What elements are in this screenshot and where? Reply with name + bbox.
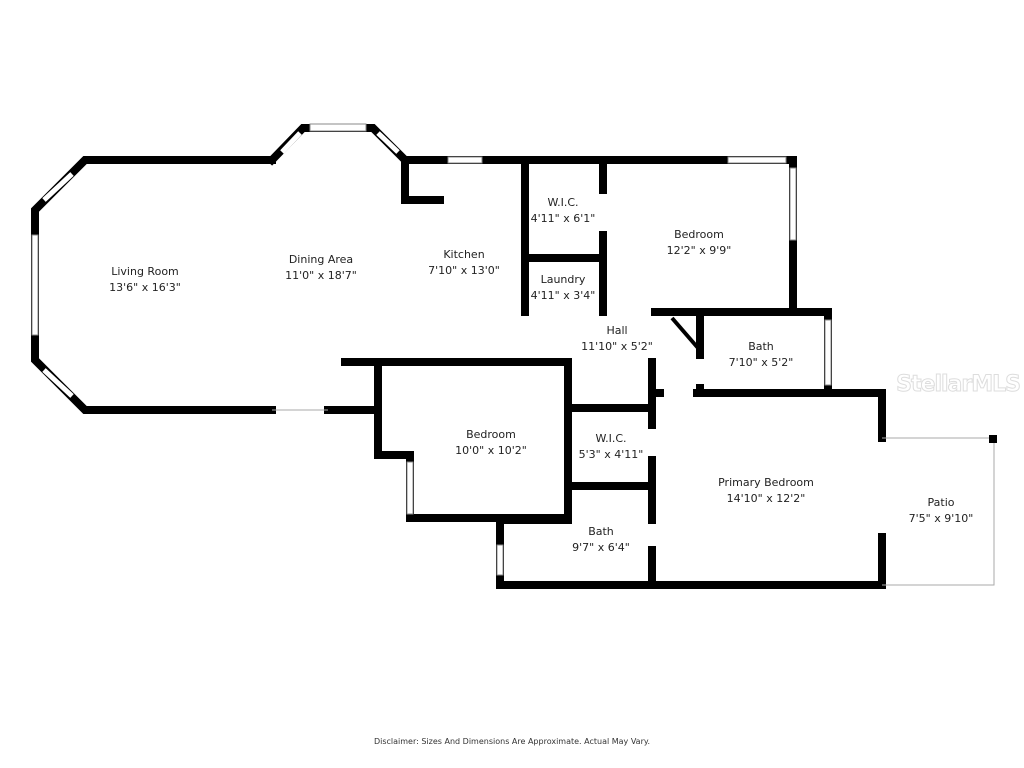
room-size: 11'10" x 5'2" bbox=[581, 340, 653, 353]
room-size: 4'11" x 3'4" bbox=[531, 289, 596, 302]
room-name: Living Room bbox=[111, 265, 179, 278]
room-size: 4'11" x 6'1" bbox=[531, 212, 596, 225]
room-size: 11'0" x 18'7" bbox=[285, 269, 357, 282]
room-name: Primary Bedroom bbox=[718, 476, 814, 489]
room-size: 7'5" x 9'10" bbox=[909, 512, 974, 525]
room-name: Dining Area bbox=[289, 253, 353, 266]
room-size: 14'10" x 12'2" bbox=[727, 492, 806, 505]
room-labels: Living Room 13'6" x 16'3" Dining Area 11… bbox=[109, 196, 973, 554]
room-name: Kitchen bbox=[443, 248, 484, 261]
room-size: 7'10" x 5'2" bbox=[729, 356, 794, 369]
room-size: 13'6" x 16'3" bbox=[109, 281, 181, 294]
room-name: Bedroom bbox=[466, 428, 516, 441]
room-name: Bath bbox=[748, 340, 774, 353]
room-name: Bath bbox=[588, 525, 614, 538]
room-name: Laundry bbox=[541, 273, 586, 286]
room-size: 7'10" x 13'0" bbox=[428, 264, 500, 277]
room-size: 10'0" x 10'2" bbox=[455, 444, 527, 457]
room-name: Hall bbox=[606, 324, 627, 337]
room-size: 5'3" x 4'11" bbox=[579, 448, 644, 461]
watermark: StellarMLS bbox=[896, 372, 1020, 397]
windows bbox=[31, 123, 832, 576]
room-name: Patio bbox=[928, 496, 955, 509]
disclaimer: Disclaimer: Sizes And Dimensions Are App… bbox=[373, 737, 651, 746]
room-size: 9'7" x 6'4" bbox=[572, 541, 630, 554]
patio-outline bbox=[272, 316, 997, 586]
room-name: W.I.C. bbox=[547, 196, 578, 209]
room-name: Bedroom bbox=[674, 228, 724, 241]
room-name: W.I.C. bbox=[595, 432, 626, 445]
room-size: 12'2" x 9'9" bbox=[667, 244, 732, 257]
